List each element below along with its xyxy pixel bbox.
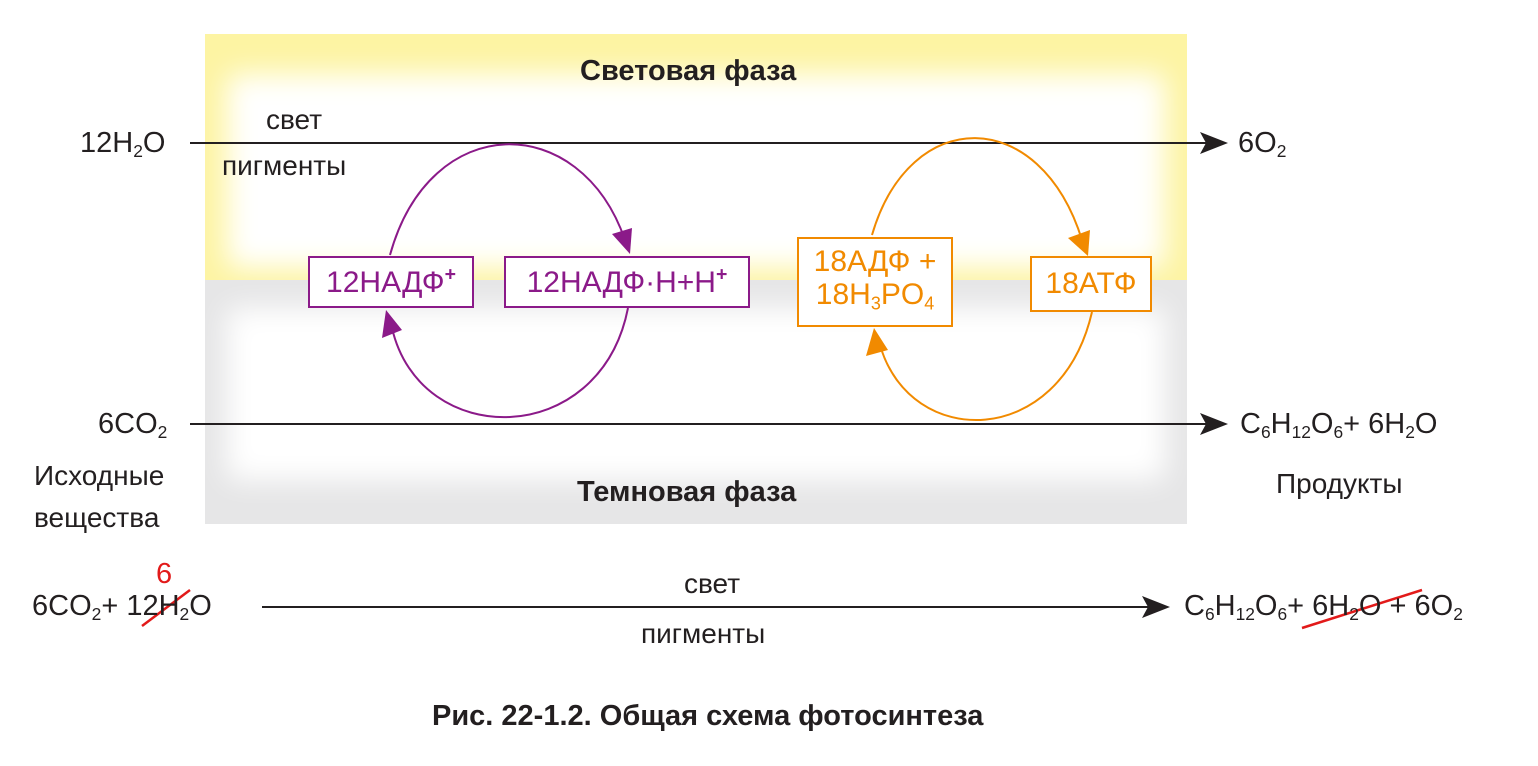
summary-condition-pigments: пигменты bbox=[641, 618, 766, 649]
light-phase-area bbox=[205, 34, 1187, 280]
atp-hydrolysis-arrowhead bbox=[866, 328, 888, 356]
reactant-co2: 6CO2 bbox=[98, 408, 168, 443]
product-oxygen: 6O2 bbox=[1238, 127, 1287, 162]
dark-phase-area bbox=[205, 280, 1187, 524]
product-glucose-water: C6H12O6+ 6H2O bbox=[1240, 408, 1438, 443]
inputs-label-line1: Исходные bbox=[34, 460, 165, 491]
reactant-water: 12H2O bbox=[80, 127, 166, 162]
figure-caption: Рис. 22-1.2. Общая схема фотосинтеза bbox=[432, 700, 984, 732]
inputs-label-line2: вещества bbox=[34, 502, 160, 533]
dark-phase-title: Темновая фаза bbox=[577, 476, 797, 508]
nadp-reduction-arrowhead bbox=[612, 228, 632, 254]
corrected-coefficient: 6 bbox=[156, 558, 173, 590]
atp-synthesis-arrowhead bbox=[1068, 230, 1090, 256]
atp-synthesis-arc bbox=[871, 137, 1083, 241]
nadp-oxidation-arrowhead bbox=[382, 310, 402, 338]
strike-water-product bbox=[1301, 588, 1423, 630]
condition-light: свет bbox=[266, 104, 323, 135]
light-phase-title: Световая фаза bbox=[580, 55, 797, 87]
nadp-oxidation-arc bbox=[391, 307, 629, 418]
nadp-reduction-arc bbox=[389, 143, 626, 256]
summary-products: C6H12O6+ 6H2O + 6O2 bbox=[1184, 590, 1463, 625]
crossed-coefficient: 12 bbox=[126, 590, 159, 622]
summary-reactants: 6CO2+ 12H2O bbox=[32, 590, 212, 625]
outputs-label: Продукты bbox=[1276, 468, 1403, 499]
adp-phosphate-box: 18АДФ + 18H3PO4 bbox=[797, 237, 953, 327]
nadph-box: 12НАДФ·Н+Н+ bbox=[504, 256, 750, 308]
dark-phase-arrowhead bbox=[1200, 413, 1228, 435]
summary-condition-light: свет bbox=[684, 568, 741, 599]
phosphate-line: 18H3PO4 bbox=[815, 278, 935, 314]
nadp-box: 12НАДФ+ bbox=[308, 256, 474, 308]
atp-box: 18АТФ bbox=[1030, 256, 1152, 312]
summary-arrowhead bbox=[1142, 596, 1170, 618]
atp-hydrolysis-arc bbox=[879, 311, 1093, 422]
strike-water-coef bbox=[141, 589, 191, 627]
adp-line: 18АДФ + bbox=[813, 245, 937, 278]
condition-pigments: пигменты bbox=[222, 150, 347, 181]
light-phase-arrowhead bbox=[1200, 132, 1228, 154]
